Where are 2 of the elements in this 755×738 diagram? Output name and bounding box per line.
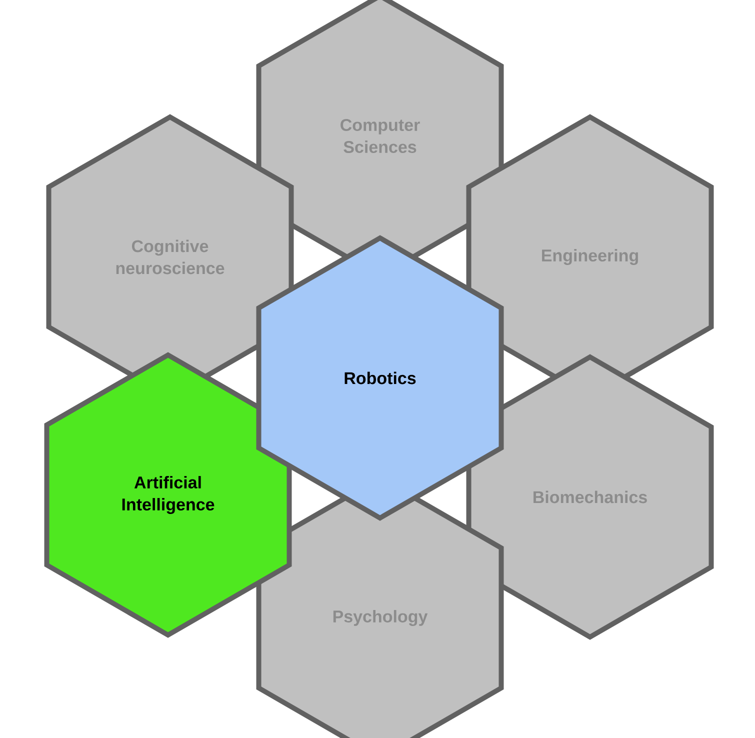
hexagon-piece: Robotics — [256, 235, 504, 521]
hexagon-piece: Artificial Intelligence — [44, 352, 292, 638]
